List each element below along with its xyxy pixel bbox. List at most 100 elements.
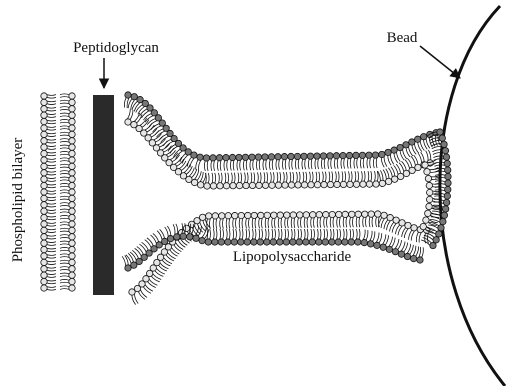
lipid-head <box>403 142 409 148</box>
lipid-molecule <box>60 214 75 220</box>
lipid-head <box>69 99 75 105</box>
lipid-head <box>294 153 300 159</box>
lipid-head <box>180 233 186 239</box>
lipid-molecule <box>229 154 235 170</box>
lipid-molecule <box>60 118 75 124</box>
lipid-head <box>268 154 274 160</box>
lipid-molecule <box>41 99 56 105</box>
lipid-head <box>236 182 242 188</box>
lipid-head <box>281 153 287 159</box>
lipid-molecule <box>124 92 131 108</box>
lipid-molecule <box>258 212 264 228</box>
lipid-head <box>249 182 255 188</box>
lipid-head <box>167 235 173 241</box>
lipid-molecule <box>41 253 56 259</box>
lipid-molecule <box>327 172 333 188</box>
lipid-molecule <box>60 112 75 118</box>
lps-upper-bilayer <box>124 92 440 189</box>
lipid-head <box>424 169 430 175</box>
lipid-molecule <box>251 229 257 245</box>
lipid-molecule <box>223 154 229 170</box>
lipid-head <box>422 162 428 168</box>
lipid-head <box>296 239 302 245</box>
lipid-molecule <box>301 153 307 169</box>
lipid-molecule <box>301 172 307 188</box>
lipid-head <box>323 211 329 217</box>
lipid-head <box>409 167 415 173</box>
lipid-head <box>346 152 352 158</box>
lipid-molecule <box>264 229 270 245</box>
lipid-molecule <box>41 214 56 220</box>
lipid-head <box>397 173 403 179</box>
lipid-molecule <box>41 93 56 99</box>
lipid-head <box>444 160 450 166</box>
lipid-molecule <box>243 173 249 189</box>
lipid-head <box>69 195 75 201</box>
lipid-molecule <box>347 171 353 187</box>
lipid-head <box>210 155 216 161</box>
lipid-molecule <box>60 227 75 233</box>
lipid-molecule <box>60 234 75 240</box>
lipid-molecule <box>314 172 320 188</box>
lipid-head <box>309 239 315 245</box>
lipid-molecule <box>336 211 342 227</box>
lipid-molecule <box>238 229 244 245</box>
lipid-molecule <box>60 266 75 272</box>
lipid-head <box>275 154 281 160</box>
lipid-molecule <box>242 154 248 170</box>
lipid-head <box>69 144 75 150</box>
lipid-head <box>444 193 450 199</box>
lipid-head <box>41 93 47 99</box>
lipid-molecule <box>249 172 255 188</box>
lipid-head <box>387 214 393 220</box>
lipid-molecule <box>424 167 439 174</box>
lipid-molecule <box>366 152 372 168</box>
lipid-molecule <box>283 229 289 245</box>
lipid-head <box>262 182 268 188</box>
lipid-molecule <box>417 247 424 263</box>
lipid-molecule <box>270 229 276 245</box>
lipid-head <box>199 214 205 220</box>
lipid-molecule <box>60 189 75 195</box>
lipid-head <box>69 189 75 195</box>
lipid-molecule <box>41 150 56 156</box>
lipid-molecule <box>134 285 147 299</box>
lipid-head <box>41 118 47 124</box>
lipid-head <box>399 220 405 226</box>
lipid-head <box>437 129 443 135</box>
lipid-head <box>438 225 444 231</box>
lipid-head <box>393 217 399 223</box>
lipid-head <box>439 135 445 141</box>
lipid-head <box>69 278 75 284</box>
lipid-head <box>288 182 294 188</box>
lipid-molecule <box>232 212 238 228</box>
lipid-head <box>316 239 322 245</box>
lipid-head <box>41 202 47 208</box>
lipid-head <box>231 239 237 245</box>
lipid-molecule <box>284 212 290 228</box>
lipid-molecule <box>238 212 244 228</box>
lipid-molecule <box>41 208 56 214</box>
lipid-molecule <box>288 153 294 169</box>
lipid-head <box>223 154 229 160</box>
lipid-head <box>327 153 333 159</box>
lipid-head <box>41 240 47 246</box>
lipid-head <box>229 154 235 160</box>
lipid-head <box>41 99 47 105</box>
lipid-head <box>131 93 137 99</box>
lipid-head <box>417 257 423 263</box>
lipid-molecule <box>329 211 335 227</box>
lipid-head <box>41 163 47 169</box>
lipid-molecule <box>434 193 450 199</box>
lipid-head <box>355 239 361 245</box>
lipid-head <box>349 211 355 217</box>
lipid-molecule <box>349 211 355 227</box>
lipid-head <box>342 211 348 217</box>
lipid-head <box>340 152 346 158</box>
lipid-head <box>335 239 341 245</box>
lipid-molecule <box>346 152 352 168</box>
lipid-head <box>290 212 296 218</box>
lipid-molecule <box>360 171 366 187</box>
lipid-head <box>125 265 131 271</box>
lipid-head <box>69 272 75 278</box>
